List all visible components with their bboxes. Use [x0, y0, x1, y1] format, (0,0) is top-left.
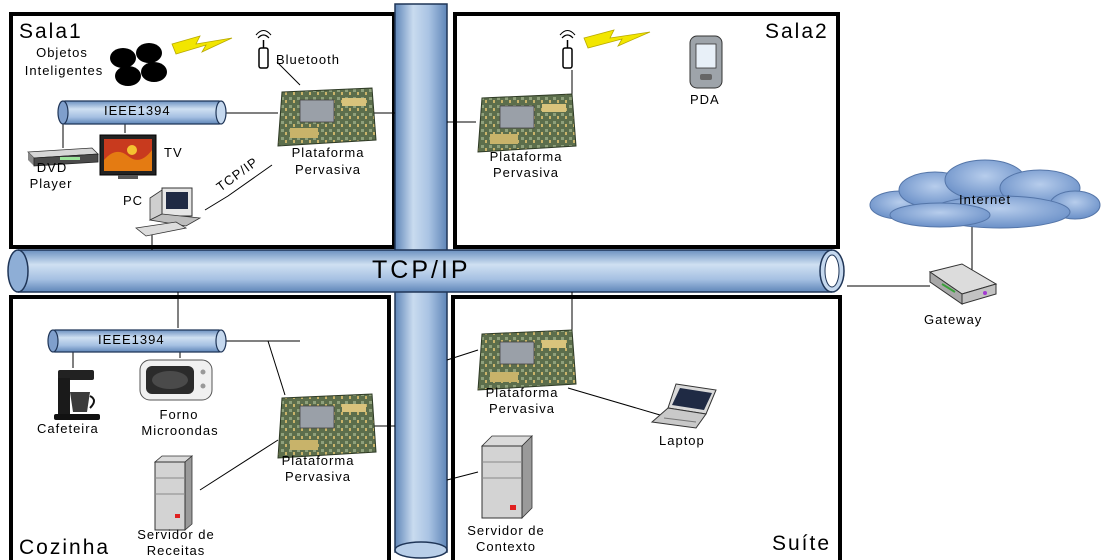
lightning-icon: [171, 35, 233, 55]
room-label-sala1: Sala1: [19, 20, 83, 43]
room-suite-frame: [451, 295, 842, 560]
tv-icon: [99, 134, 157, 179]
laptop-label: Laptop: [659, 433, 705, 448]
smart-objects-label-line1: Objetos: [36, 45, 88, 60]
recipe-server-label-line2: Receitas: [146, 543, 206, 558]
microwave-oven-icon: [139, 359, 213, 401]
ieee1394-label-sala1: IEEE1394: [104, 103, 171, 118]
recipe-server-label-line1: Servidor de: [137, 527, 215, 542]
antenna-icon: [559, 30, 576, 69]
dvd-label-line2: Player: [29, 176, 73, 191]
platform-label-sala2-line2: Pervasiva: [492, 165, 560, 180]
dvd-player-icon: [27, 147, 99, 167]
microwave-label-line2: Microondas: [141, 423, 219, 438]
platform-label-sala2-line1: Plataforma: [489, 149, 563, 164]
room-sala2-frame: [453, 12, 840, 249]
pda-icon: [689, 35, 723, 89]
laptop-icon: [650, 383, 717, 429]
ieee1394-bus-cozinha: [47, 329, 227, 353]
internet-cloud-icon: [869, 159, 1101, 229]
connection-lines: [62, 61, 973, 491]
room-label-suite: Suíte: [772, 532, 832, 555]
context-server-label-line2: Contexto: [475, 539, 537, 554]
gateway-label: Gateway: [924, 312, 983, 327]
ieee1394-label-cozinha: IEEE1394: [98, 332, 165, 347]
room-sala1-frame: [9, 12, 396, 249]
tv-label: TV: [164, 145, 183, 160]
microwave-label-line1: Forno: [159, 407, 199, 422]
pc-label: PC: [123, 193, 144, 208]
platform-label-sala1-line1: Plataforma: [291, 145, 365, 160]
motherboard-icon: [277, 87, 377, 147]
platform-label-suite-line1: Plataforma: [485, 385, 559, 400]
coffee-maker-label: Cafeteira: [37, 421, 99, 436]
room-cozinha-frame: [9, 295, 391, 560]
context-server-icon: [481, 435, 533, 519]
pc-icon: [135, 187, 202, 237]
internet-label: Internet: [959, 192, 1012, 207]
gateway-router-icon: [928, 263, 998, 305]
platform-label-cozinha-line2: Pervasiva: [284, 469, 352, 484]
motherboard-icon: [477, 329, 577, 391]
platform-label-sala1-line2: Pervasiva: [294, 162, 362, 177]
platform-label-cozinha-line1: Plataforma: [281, 453, 355, 468]
smart-objects-icon: [110, 43, 167, 86]
room-label-cozinha: Cozinha: [19, 536, 111, 559]
coffee-maker-icon: [54, 370, 100, 420]
antenna-icon: [255, 30, 272, 69]
platform-label-suite-line2: Pervasiva: [488, 401, 556, 416]
recipe-server-icon: [153, 455, 194, 531]
tcpip-backbone-pipe: [7, 249, 845, 293]
tcpip-backbone-label: TCP/IP: [372, 256, 471, 284]
dvd-label-line1: DVD: [36, 160, 68, 175]
ieee1394-bus-sala1: [57, 100, 227, 125]
context-server-label-line1: Servidor de: [467, 523, 545, 538]
motherboard-icon: [277, 393, 377, 459]
pda-label: PDA: [690, 92, 720, 107]
lightning-icon: [583, 29, 651, 49]
room-label-sala2: Sala2: [765, 20, 829, 43]
motherboard-icon: [477, 93, 577, 153]
bluetooth-label: Bluetooth: [276, 52, 340, 67]
smart-objects-label-line2: Inteligentes: [24, 63, 104, 78]
